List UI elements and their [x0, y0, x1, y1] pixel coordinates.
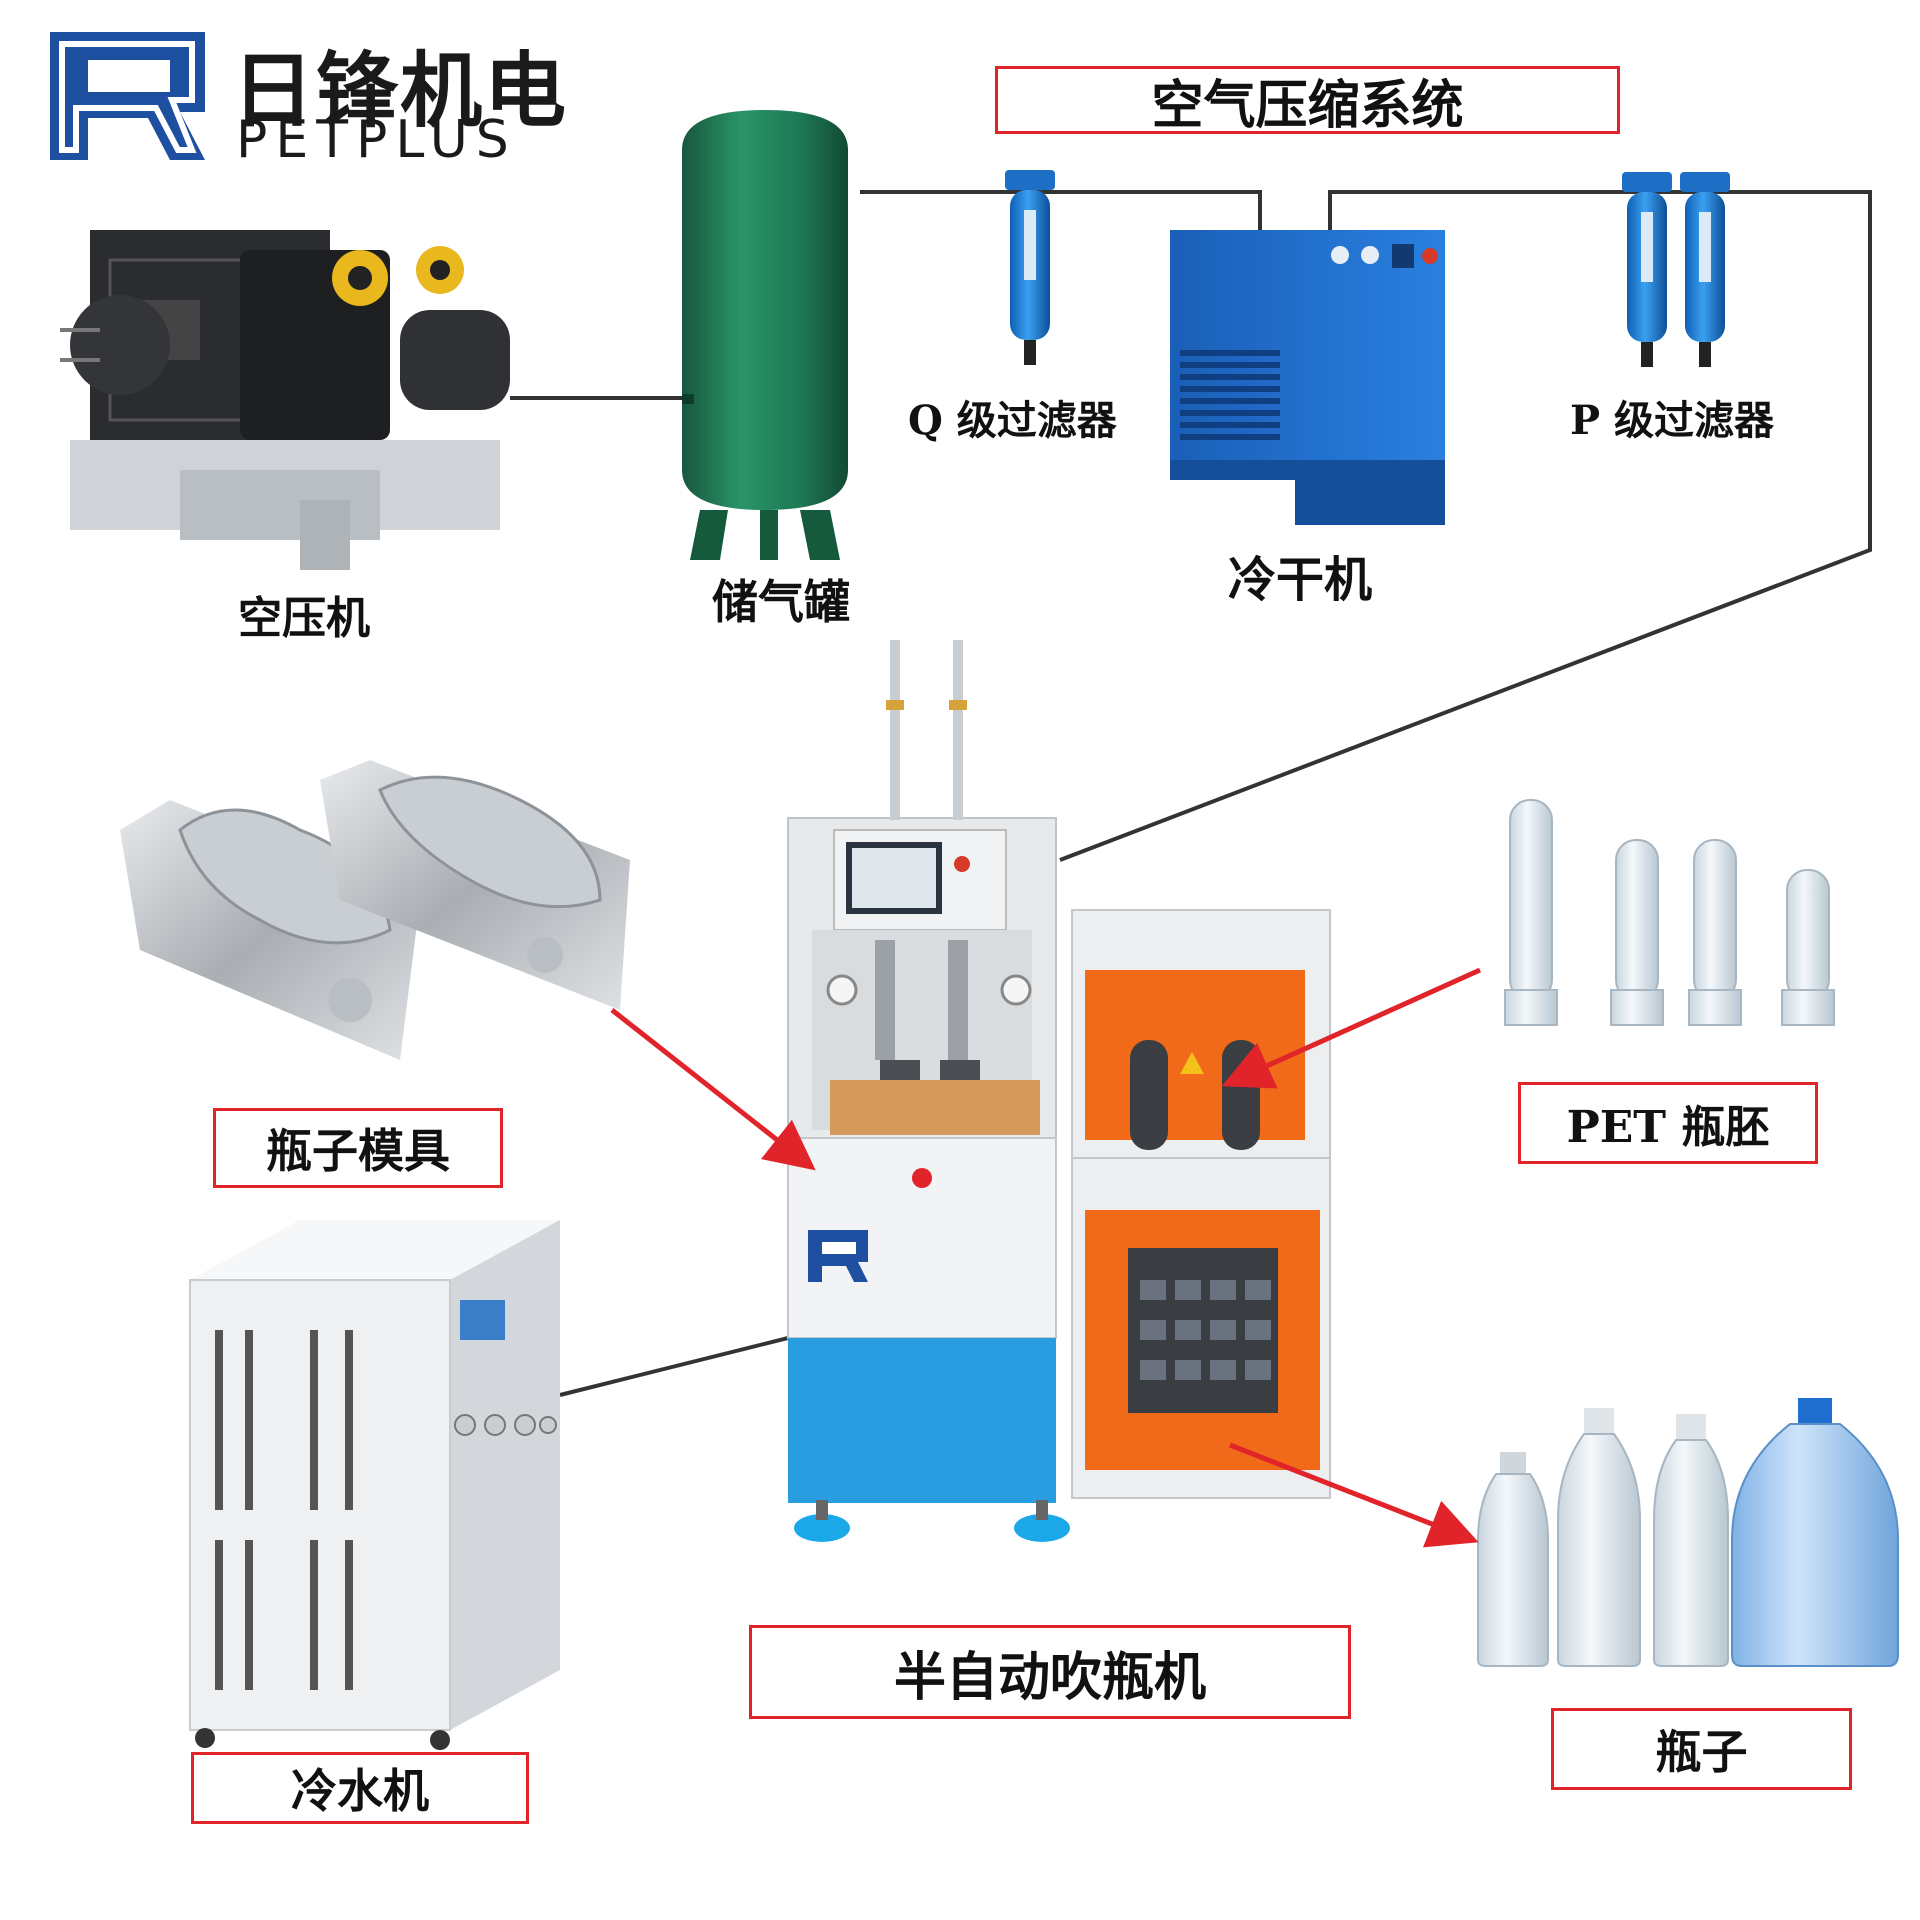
bottle-mold-image [120, 760, 630, 1060]
label-box-pet-preform: PET 瓶胚 [1518, 1082, 1818, 1164]
system-title: 空气压缩系统 [1151, 74, 1464, 136]
label-p-filter: P 级过滤器 [1570, 397, 1775, 444]
label-bottle-mold: 瓶子模具 [266, 1124, 450, 1178]
label-dryer: 冷干机 [1228, 552, 1373, 608]
label-box-blow-machine: 半自动吹瓶机 [749, 1625, 1351, 1719]
q-filter-image [1005, 170, 1055, 365]
label-air-compressor: 空压机 [238, 593, 370, 644]
blow-machine-image [787, 640, 1331, 1542]
air-tank-image [682, 110, 848, 560]
p-filter-image [1622, 172, 1730, 367]
label-box-water-chiller: 冷水机 [191, 1752, 529, 1824]
label-q-filter: Q 级过滤器 [908, 397, 1117, 444]
brand-name-cn: 日锋机电 [232, 44, 569, 139]
system-title-box: 空气压缩系统 [995, 66, 1620, 136]
label-blow-machine: 半自动吹瓶机 [893, 1646, 1206, 1708]
air-pipes [510, 190, 1872, 1397]
label-box-bottle-mold: 瓶子模具 [213, 1108, 503, 1188]
water-chiller-image [189, 1220, 560, 1750]
dryer-image [1170, 230, 1445, 525]
bottles-image [1477, 1398, 1899, 1667]
flow-arrows [610, 967, 1482, 1548]
pet-preform-image [1504, 799, 1835, 1026]
label-air-tank: 储气罐 [712, 575, 850, 629]
air-compressor-image [60, 230, 510, 570]
label-water-chiller: 冷水机 [291, 1764, 429, 1818]
label-box-bottles: 瓶子 [1551, 1708, 1852, 1790]
label-bottles: 瓶子 [1655, 1725, 1748, 1779]
brand-name-en: PETPLUS [236, 110, 517, 170]
label-pet-preform: PET 瓶胚 [1566, 1102, 1770, 1153]
brand-logo-icon [50, 32, 205, 160]
